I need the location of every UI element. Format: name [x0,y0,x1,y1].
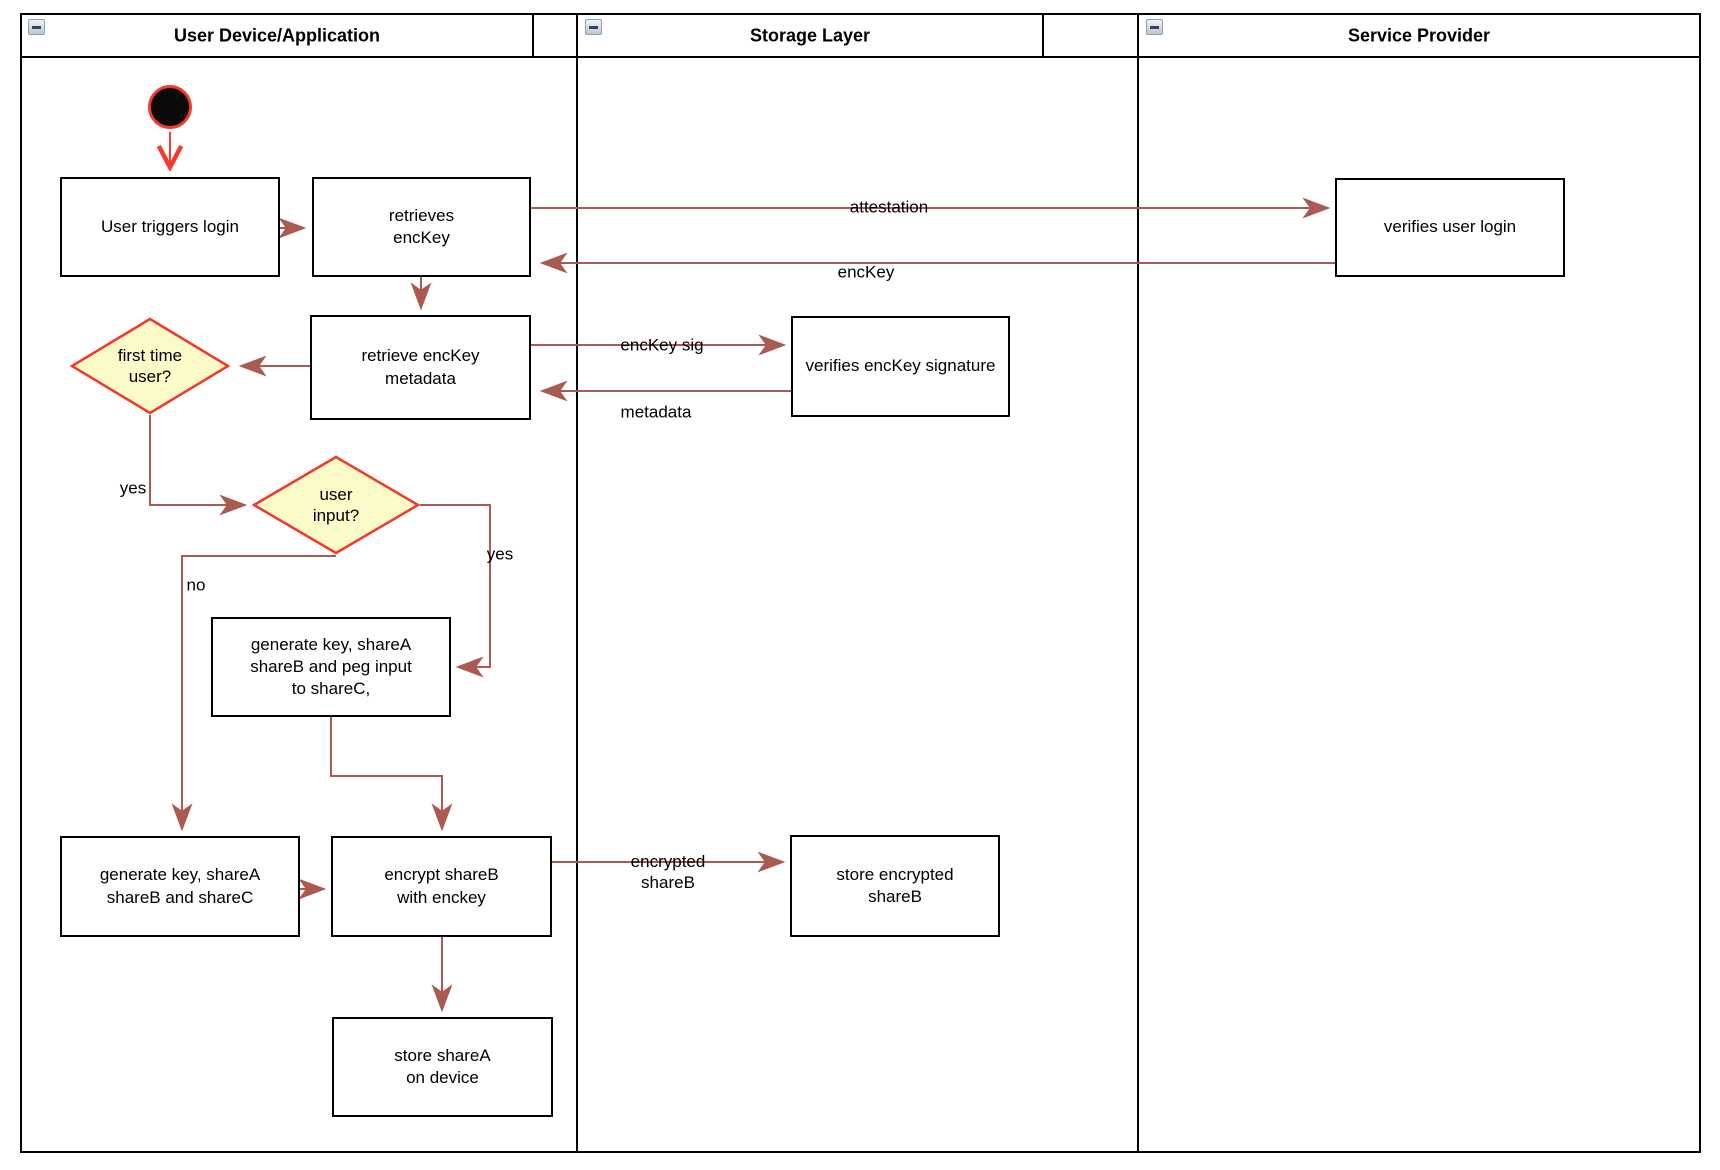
pool-left-border [20,13,22,1153]
header-bottom-border [20,56,1701,58]
edge-label-yes-first-time: yes [119,478,147,498]
diamond-shape [251,455,421,555]
node-retrieves-enckey[interactable]: retrieves encKey [312,177,531,277]
node-verifies-enckey-signature[interactable]: verifies encKey signature [791,316,1010,417]
minus-glyph [589,25,598,29]
edge-firsttime-yes [149,415,248,516]
edge-label-enckey-sig: encKey sig [620,335,704,355]
node-store-encrypted-shareb[interactable]: store encrypted shareB [790,835,1000,937]
decision-label: first time user? [117,345,183,386]
minus-glyph [32,25,41,29]
decision-label: user input? [312,484,360,525]
header-cell-divider-2 [1042,13,1044,58]
node-generate-key-sharec[interactable]: generate key, shareA shareB and shareC [60,836,300,937]
lane-title-storage-layer[interactable]: Storage Layer [749,25,871,46]
decision-first-time-user[interactable]: first time user? [69,317,231,415]
node-user-triggers-login[interactable]: User triggers login [60,177,280,277]
header-cell-divider-1 [532,13,534,58]
decision-user-input[interactable]: user input? [251,455,421,555]
pool-bottom-border [20,1151,1701,1153]
edge-label-no-user-input: no [186,575,206,595]
minus-icon[interactable] [28,19,45,35]
diamond-shape [69,317,231,415]
node-generate-key-peg-input[interactable]: generate key, shareA shareB and peg inpu… [211,617,451,717]
node-verifies-user-login[interactable]: verifies user login [1335,178,1565,277]
node-encrypt-shareb[interactable]: encrypt shareB with enckey [331,836,552,937]
minus-icon[interactable] [1146,19,1163,35]
lane-title-user-device[interactable]: User Device/Application [173,25,381,46]
edge-label-metadata: metadata [620,402,692,422]
edge-label-attestation: attestation [849,197,929,217]
node-retrieve-enckey-metadata[interactable]: retrieve encKey metadata [310,315,531,420]
minus-glyph [1150,25,1159,29]
lane-divider-2 [1137,13,1139,1153]
node-store-sharea[interactable]: store shareA on device [332,1017,553,1117]
minus-icon[interactable] [585,19,602,35]
lane-divider-1 [576,13,578,1153]
edge-label-enckey: encKey [837,262,895,282]
edge-label-encrypted-shareb: encrypted shareB [630,851,706,892]
lane-title-service-provider[interactable]: Service Provider [1347,25,1491,46]
edge-label-yes-user-input: yes [486,544,514,564]
pool-top-border [20,13,1701,15]
pool-right-border [1699,13,1701,1153]
edge-peg-to-encrypt [330,717,453,832]
start-node[interactable] [148,85,192,129]
